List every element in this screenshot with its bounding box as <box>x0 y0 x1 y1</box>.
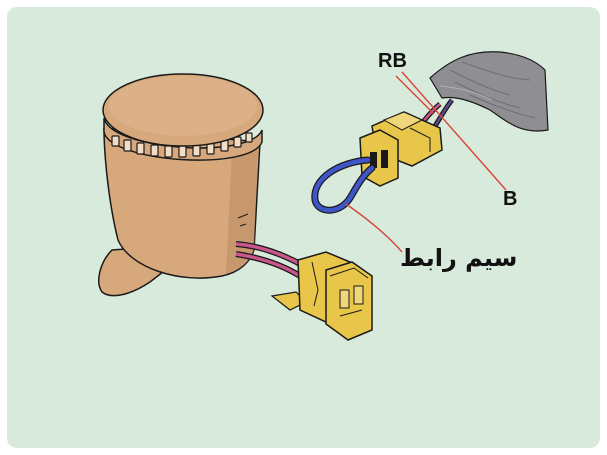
connector-plug-icon-lower <box>272 252 372 340</box>
connector-plug-icon-upper <box>360 112 442 186</box>
label-rb: RB <box>378 50 407 73</box>
cylindrical-sensor-icon <box>99 74 263 296</box>
wire-harness-icon <box>430 52 548 131</box>
label-jumper-wire: سیم رابط <box>400 244 517 272</box>
label-b: B <box>503 188 517 211</box>
